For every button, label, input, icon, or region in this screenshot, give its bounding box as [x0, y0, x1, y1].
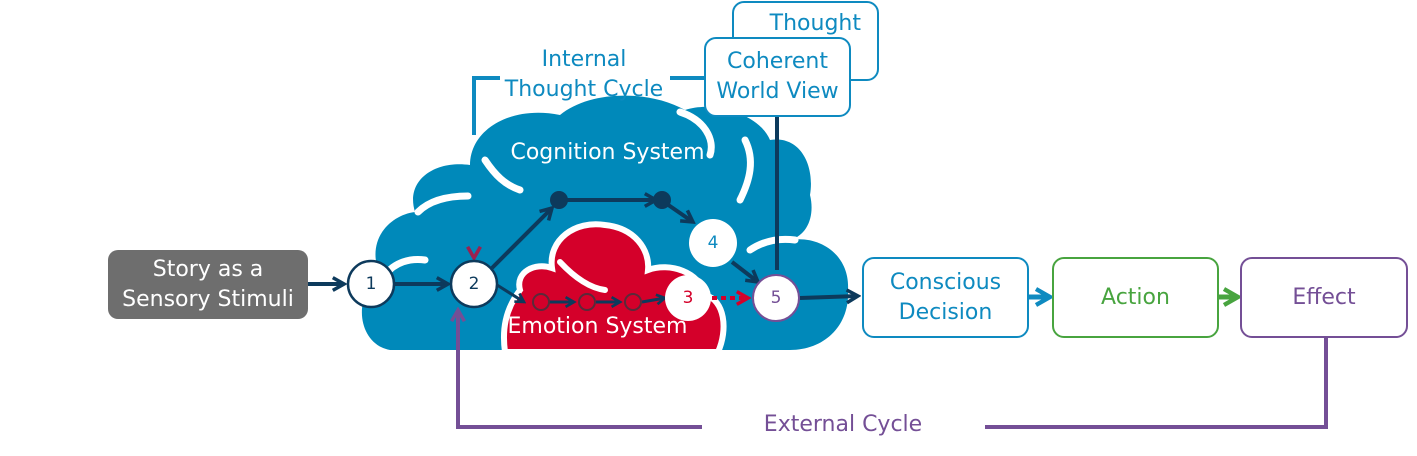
decision-label-line2: Decision [898, 299, 993, 325]
external-cycle-connector [458, 310, 1328, 429]
world-view-label-line2: World View [716, 79, 839, 104]
thought-label: Thought [769, 11, 861, 36]
cognition-node-dot [653, 191, 671, 209]
internal-cycle-label: Internal Thought Cycle [500, 45, 668, 105]
node-5-circle [752, 274, 800, 322]
stimulus-label-line1: Story as a [152, 256, 264, 282]
arrow-5-to-decision [799, 296, 858, 298]
effect-box: Effect [1240, 257, 1408, 338]
internal-cycle-connector [474, 76, 706, 258]
flow-arrows [308, 200, 1238, 302]
world-view-box: Coherent World View [704, 37, 851, 117]
node-3-label: 3 [682, 288, 694, 308]
stimulus-label-line2: Sensory Stimuli [122, 286, 294, 312]
emotion-node-ring [624, 293, 642, 311]
decision-label-line1: Conscious [889, 269, 1002, 295]
action-label: Action [1101, 284, 1170, 310]
node-1-label: 1 [365, 274, 377, 294]
arrow-4-to-5 [730, 260, 758, 282]
arrow-2-to-emotion [496, 283, 524, 302]
arrow-2-to-cognition [490, 208, 552, 270]
action-box: Action [1052, 257, 1219, 338]
external-cycle-label: External Cycle [763, 412, 923, 437]
stimulus-box: Story as a Sensory Stimuli [108, 250, 308, 319]
arrow-emotion-dot3-to-3 [641, 298, 665, 302]
cognition-node-dot [550, 191, 568, 209]
node-5-label: 5 [770, 288, 782, 308]
conscious-decision-box: Conscious Decision [862, 257, 1029, 338]
node-1-circle [346, 259, 396, 309]
node-4-circle [689, 219, 737, 267]
world-view-label-line1: Coherent [727, 49, 828, 74]
internal-cycle-label-line1: Internal [541, 47, 627, 72]
node-4-label: 4 [707, 233, 719, 253]
cognition-system-label: Cognition System [510, 140, 705, 165]
emotion-node-ring [578, 293, 596, 311]
internal-cycle-label-line2: Thought Cycle [504, 77, 664, 102]
node-3-circle [665, 275, 711, 321]
node-2-circle [449, 259, 499, 309]
effect-label: Effect [1292, 284, 1356, 310]
node-2-label: 2 [468, 274, 480, 294]
emotion-node-ring [532, 293, 550, 311]
emotion-system-label: Emotion System [507, 314, 688, 339]
